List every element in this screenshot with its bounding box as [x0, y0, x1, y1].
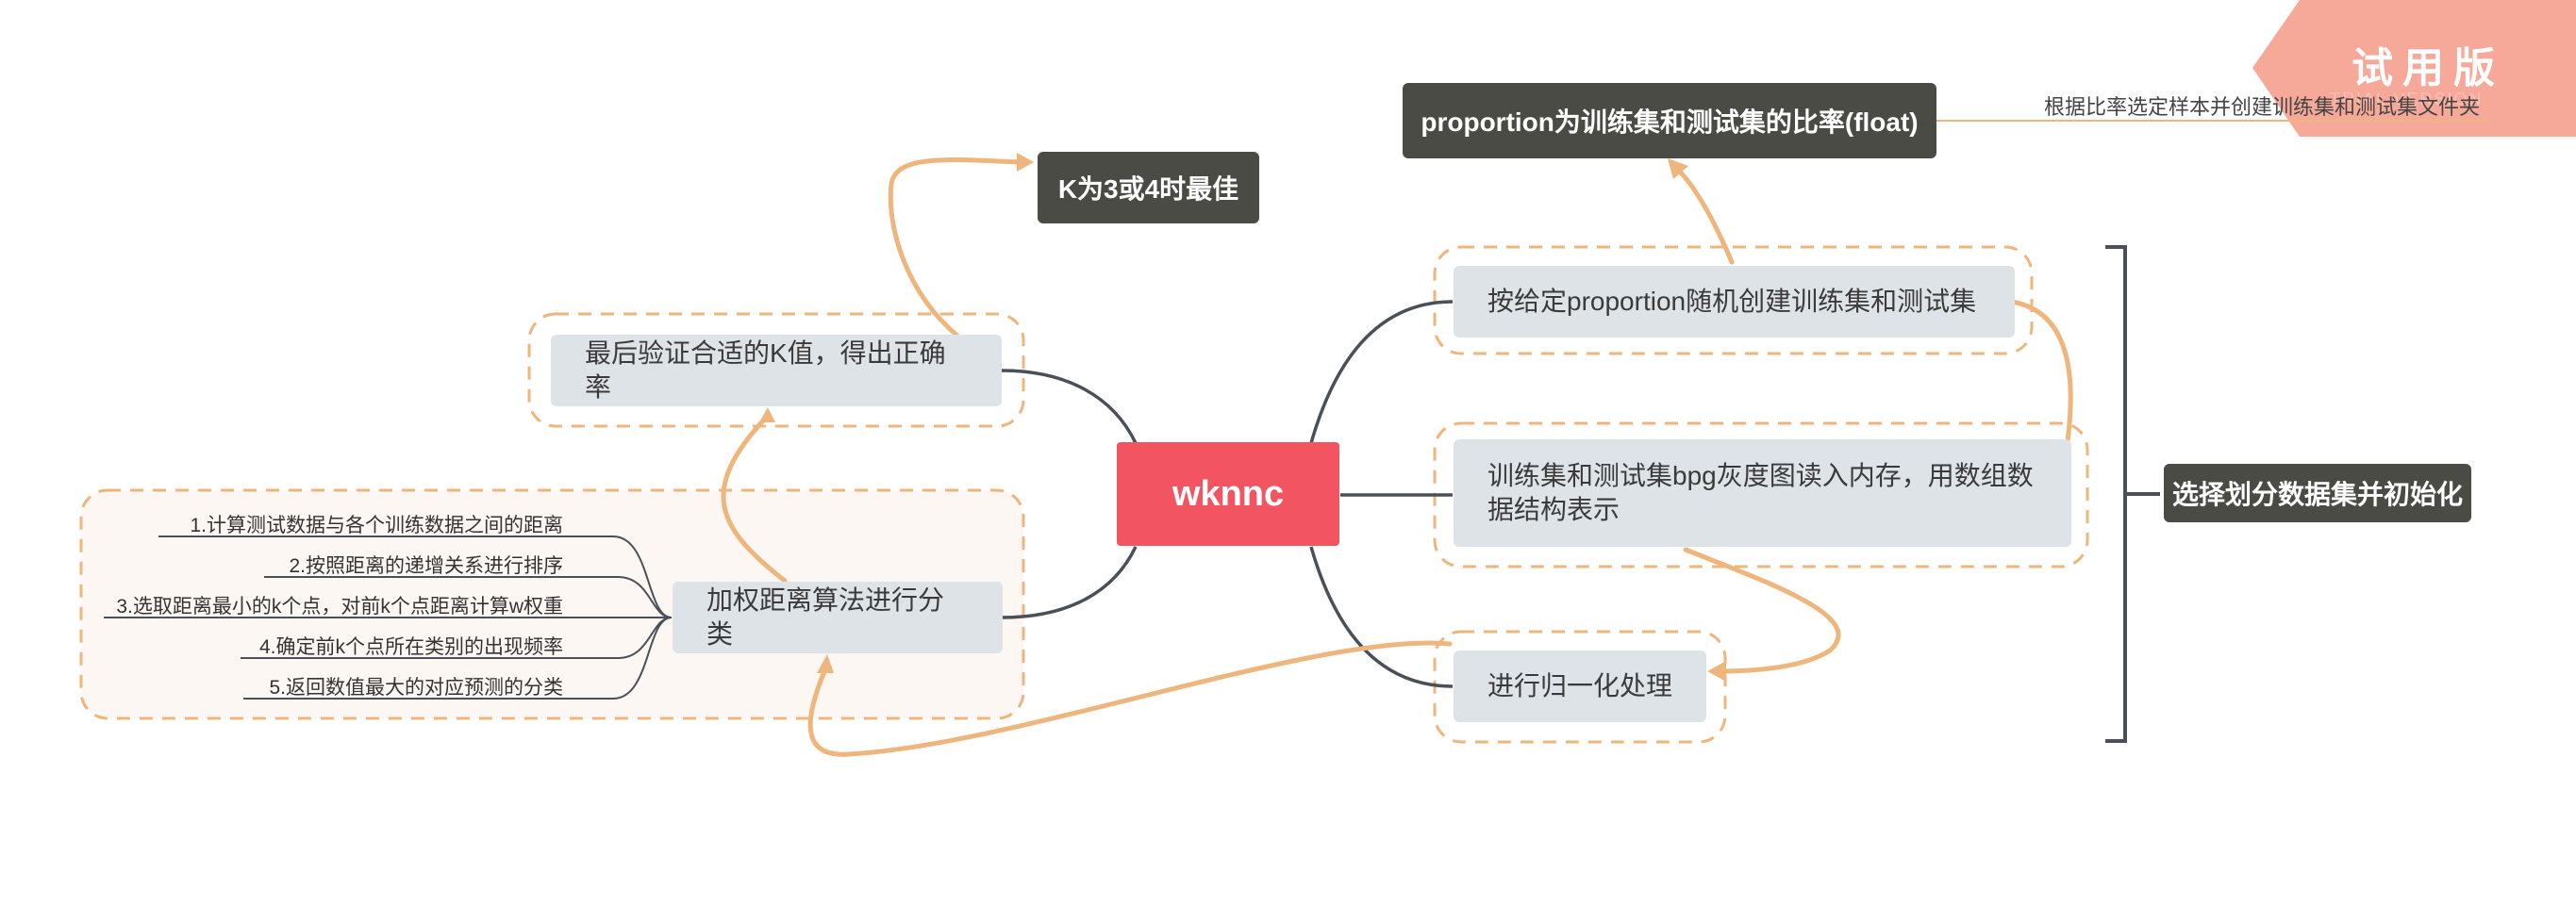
- step-line-5: [243, 617, 673, 700]
- branch-line-weighted: [1001, 546, 1138, 619]
- weighted-step-2[interactable]: 2.按照距离的递增关系进行排序: [289, 555, 563, 577]
- boundary-proportion: [1433, 245, 2034, 355]
- topic-create-sets[interactable]: 按给定proportion随机创建训练集和测试集: [1454, 266, 2015, 338]
- topic-load-images[interactable]: 训练集和测试集bpg灰度图读入内存，用数组数据结构表示: [1454, 439, 2071, 547]
- relation-normalize-to-weighted: [807, 640, 1453, 757]
- branch-line-final: [1001, 369, 1138, 444]
- summary-topic[interactable]: 选择划分数据集并初始化: [2164, 464, 2471, 522]
- topic-normalize[interactable]: 进行归一化处理: [1454, 651, 1706, 722]
- weighted-step-4[interactable]: 4.确定前k个点所在类别的出现频率: [258, 636, 563, 658]
- central-topic[interactable]: wknnc: [1117, 442, 1339, 546]
- proportion-note: 根据比率选定样本并创建训练集和测试集文件夹: [2044, 95, 2481, 119]
- weighted-step-3[interactable]: 3.选取距离最小的k个点，对前k个点距离计算w权重: [116, 596, 563, 618]
- arrowhead-normalize: [1707, 661, 1726, 682]
- topic-final-validate[interactable]: 最后验证合适的K值，得出正确率: [551, 335, 1002, 406]
- callout-proportion[interactable]: proportion为训练集和测试集的比率(float): [1403, 83, 1936, 158]
- trial-watermark-sub: TRIAL VERSION: [2330, 90, 2484, 108]
- arrowhead-final: [759, 407, 775, 422]
- weighted-step-1[interactable]: 1.计算测试数据与各个训练数据之间的距离: [190, 515, 563, 536]
- summary-bracket: [2105, 245, 2127, 743]
- relation-proportion-callout: [1673, 165, 1735, 265]
- weighted-step-5[interactable]: 5.返回数值最大的对应预测的分类: [269, 677, 563, 699]
- branch-line-normalize: [1309, 546, 1454, 688]
- arrowhead-weighted: [817, 654, 834, 673]
- boundary-final: [527, 312, 1025, 428]
- relation-load-to-normalize: [1683, 547, 1841, 674]
- boundary-weighted: [79, 488, 1025, 720]
- arrowhead-k: [1017, 153, 1034, 172]
- topic-weighted-distance[interactable]: 加权距离算法进行分类: [673, 582, 1003, 653]
- arrowhead-proportion-callout: [1668, 158, 1688, 179]
- step-line-1: [158, 535, 673, 618]
- trial-ribbon: [2252, 0, 2576, 137]
- relation-final-to-k: [888, 157, 1022, 339]
- trial-watermark: 试用版: [2352, 45, 2504, 91]
- callout-k-best[interactable]: K为3或4时最佳: [1038, 152, 1259, 223]
- branch-line-proportion: [1309, 300, 1454, 444]
- relation-weighted-to-final: [721, 415, 788, 584]
- step-line-2: [264, 576, 673, 618]
